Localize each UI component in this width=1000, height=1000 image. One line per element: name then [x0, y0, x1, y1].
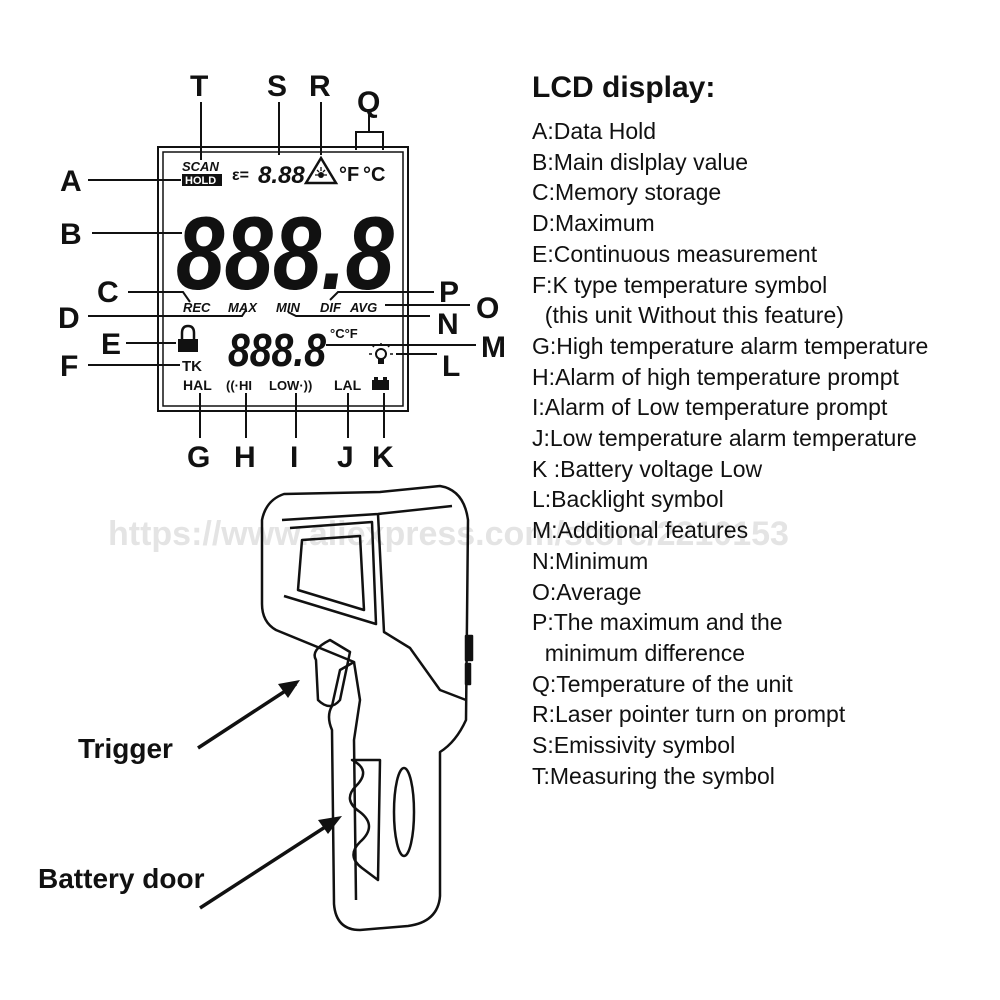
- rec-symbol: REC: [183, 300, 211, 315]
- callout-g: G: [187, 441, 210, 474]
- device-display-bezel: [283, 520, 378, 626]
- callout-r: R: [309, 70, 331, 103]
- legend-item: B:Main dislplay value: [532, 148, 749, 175]
- callout-q: Q: [357, 86, 380, 119]
- callout-d: D: [58, 302, 80, 335]
- callout-c: C: [97, 276, 119, 309]
- hi-alarm-symbol: ((·HI: [226, 378, 252, 393]
- legend-list: A:Data Hold B:Main dislplay value C:Memo…: [532, 116, 992, 791]
- legend-item: G:High temperature alarm temperature: [532, 332, 929, 359]
- emissivity-digits: 8.88: [258, 162, 305, 189]
- legend-item: (this unit Without this feature): [532, 302, 844, 329]
- lcd-outer-frame: [157, 146, 409, 412]
- secondary-display-value: 888.8: [228, 324, 326, 376]
- device-side-button-2: [464, 662, 472, 686]
- lal-symbol: LAL: [334, 377, 362, 393]
- callout-o: O: [476, 292, 499, 325]
- thermometer-illustration: [260, 484, 474, 932]
- lcd-legend: LCD display: A:Data Hold B:Main dislplay…: [532, 68, 992, 791]
- legend-item: minimum difference: [532, 639, 746, 666]
- device-trigger: [313, 638, 352, 708]
- legend-item: L:Backlight symbol: [532, 486, 724, 513]
- low-alarm-symbol: LOW·)): [269, 378, 312, 393]
- backlight-bulb-icon: [369, 343, 393, 364]
- device-side-button: [464, 634, 474, 662]
- laser-warning-icon: [303, 155, 339, 185]
- legend-item: S:Emissivity symbol: [532, 732, 736, 759]
- lock-icon: [178, 324, 198, 352]
- trigger-arrowhead: [278, 680, 300, 698]
- legend-item: C:Memory storage: [532, 179, 722, 206]
- trigger-label: Trigger: [78, 733, 173, 764]
- legend-item: T:Measuring the symbol: [532, 762, 775, 789]
- callout-s: S: [267, 70, 287, 103]
- callout-k: K: [372, 441, 394, 474]
- callout-m: M: [481, 331, 506, 364]
- min-symbol: MIN: [276, 300, 300, 315]
- legend-item: R:Laser pointer turn on prompt: [532, 701, 846, 728]
- device-grip-oval: [392, 766, 416, 858]
- legend-item: J:Low temperature alarm temperature: [532, 425, 917, 452]
- legend-item: E:Continuous measurement: [532, 240, 818, 267]
- battery-door-arrow: [199, 818, 337, 910]
- legend-item: N:Minimum: [532, 547, 649, 574]
- callout-a: A: [60, 165, 82, 198]
- device-arrows: [197, 680, 342, 910]
- legend-item: O:Average: [532, 578, 642, 605]
- device-battery-door: [348, 758, 382, 882]
- lcd-inner-frame: [162, 151, 404, 407]
- legend-item: K :Battery voltage Low: [532, 455, 763, 482]
- unit-fahrenheit: °F: [339, 164, 359, 186]
- secondary-units: °C°F: [330, 326, 358, 341]
- trigger-arrow: [197, 682, 297, 750]
- emissivity-symbol: ε=: [232, 167, 249, 184]
- hold-symbol-box: [182, 174, 222, 186]
- hold-symbol: HOLD: [185, 175, 216, 187]
- legend-item: D:Maximum: [532, 210, 655, 237]
- legend-title: LCD display:: [532, 71, 716, 104]
- callout-p: P: [439, 276, 459, 309]
- main-display-value: 888.8: [176, 196, 394, 312]
- legend-item: Q:Temperature of the unit: [532, 670, 793, 697]
- hal-symbol: HAL: [183, 377, 212, 393]
- battery-icon: [372, 377, 389, 390]
- callout-l: L: [442, 350, 460, 383]
- callout-i: I: [290, 441, 298, 474]
- callout-j: J: [337, 441, 354, 474]
- battery-door-label: Battery door: [38, 863, 205, 894]
- tk-symbol: TK: [182, 358, 202, 375]
- callout-b: B: [60, 218, 82, 251]
- unit-celsius: °C: [363, 164, 385, 186]
- legend-item: F:K type temperature symbol: [532, 271, 828, 298]
- device-display-window: [296, 534, 366, 612]
- device-body-outline: [260, 484, 470, 932]
- device-head-ridge: [376, 513, 467, 702]
- callout-n: N: [437, 308, 459, 341]
- callout-f: F: [60, 350, 78, 383]
- legend-item: P:The maximum and the: [532, 609, 783, 636]
- watermark-text: https://www.aliexpress.com/store/2210153: [108, 515, 789, 553]
- max-symbol: MAX: [228, 300, 258, 315]
- device-grip-edge: [352, 661, 362, 901]
- legend-item: H:Alarm of high temperature prompt: [532, 363, 899, 390]
- callout-h: H: [234, 441, 256, 474]
- callout-t: T: [190, 70, 208, 103]
- legend-item: I:Alarm of Low temperature prompt: [532, 394, 888, 421]
- dif-symbol: DIF: [320, 300, 342, 315]
- avg-symbol: AVG: [349, 300, 377, 315]
- battery-door-arrowhead: [318, 816, 342, 834]
- leader-lines: [88, 102, 476, 438]
- scan-symbol: SCAN: [182, 159, 219, 174]
- callout-e: E: [101, 328, 121, 361]
- legend-item: A:Data Hold: [532, 118, 657, 144]
- legend-item: M:Additional features: [532, 517, 749, 544]
- callout-letters: A B C D E F G H I J K L M N O P Q R S T: [58, 70, 506, 474]
- lcd-panel: SCAN HOLD ε= 8.88 °F °C 888.8 REC MAX MI…: [157, 146, 409, 412]
